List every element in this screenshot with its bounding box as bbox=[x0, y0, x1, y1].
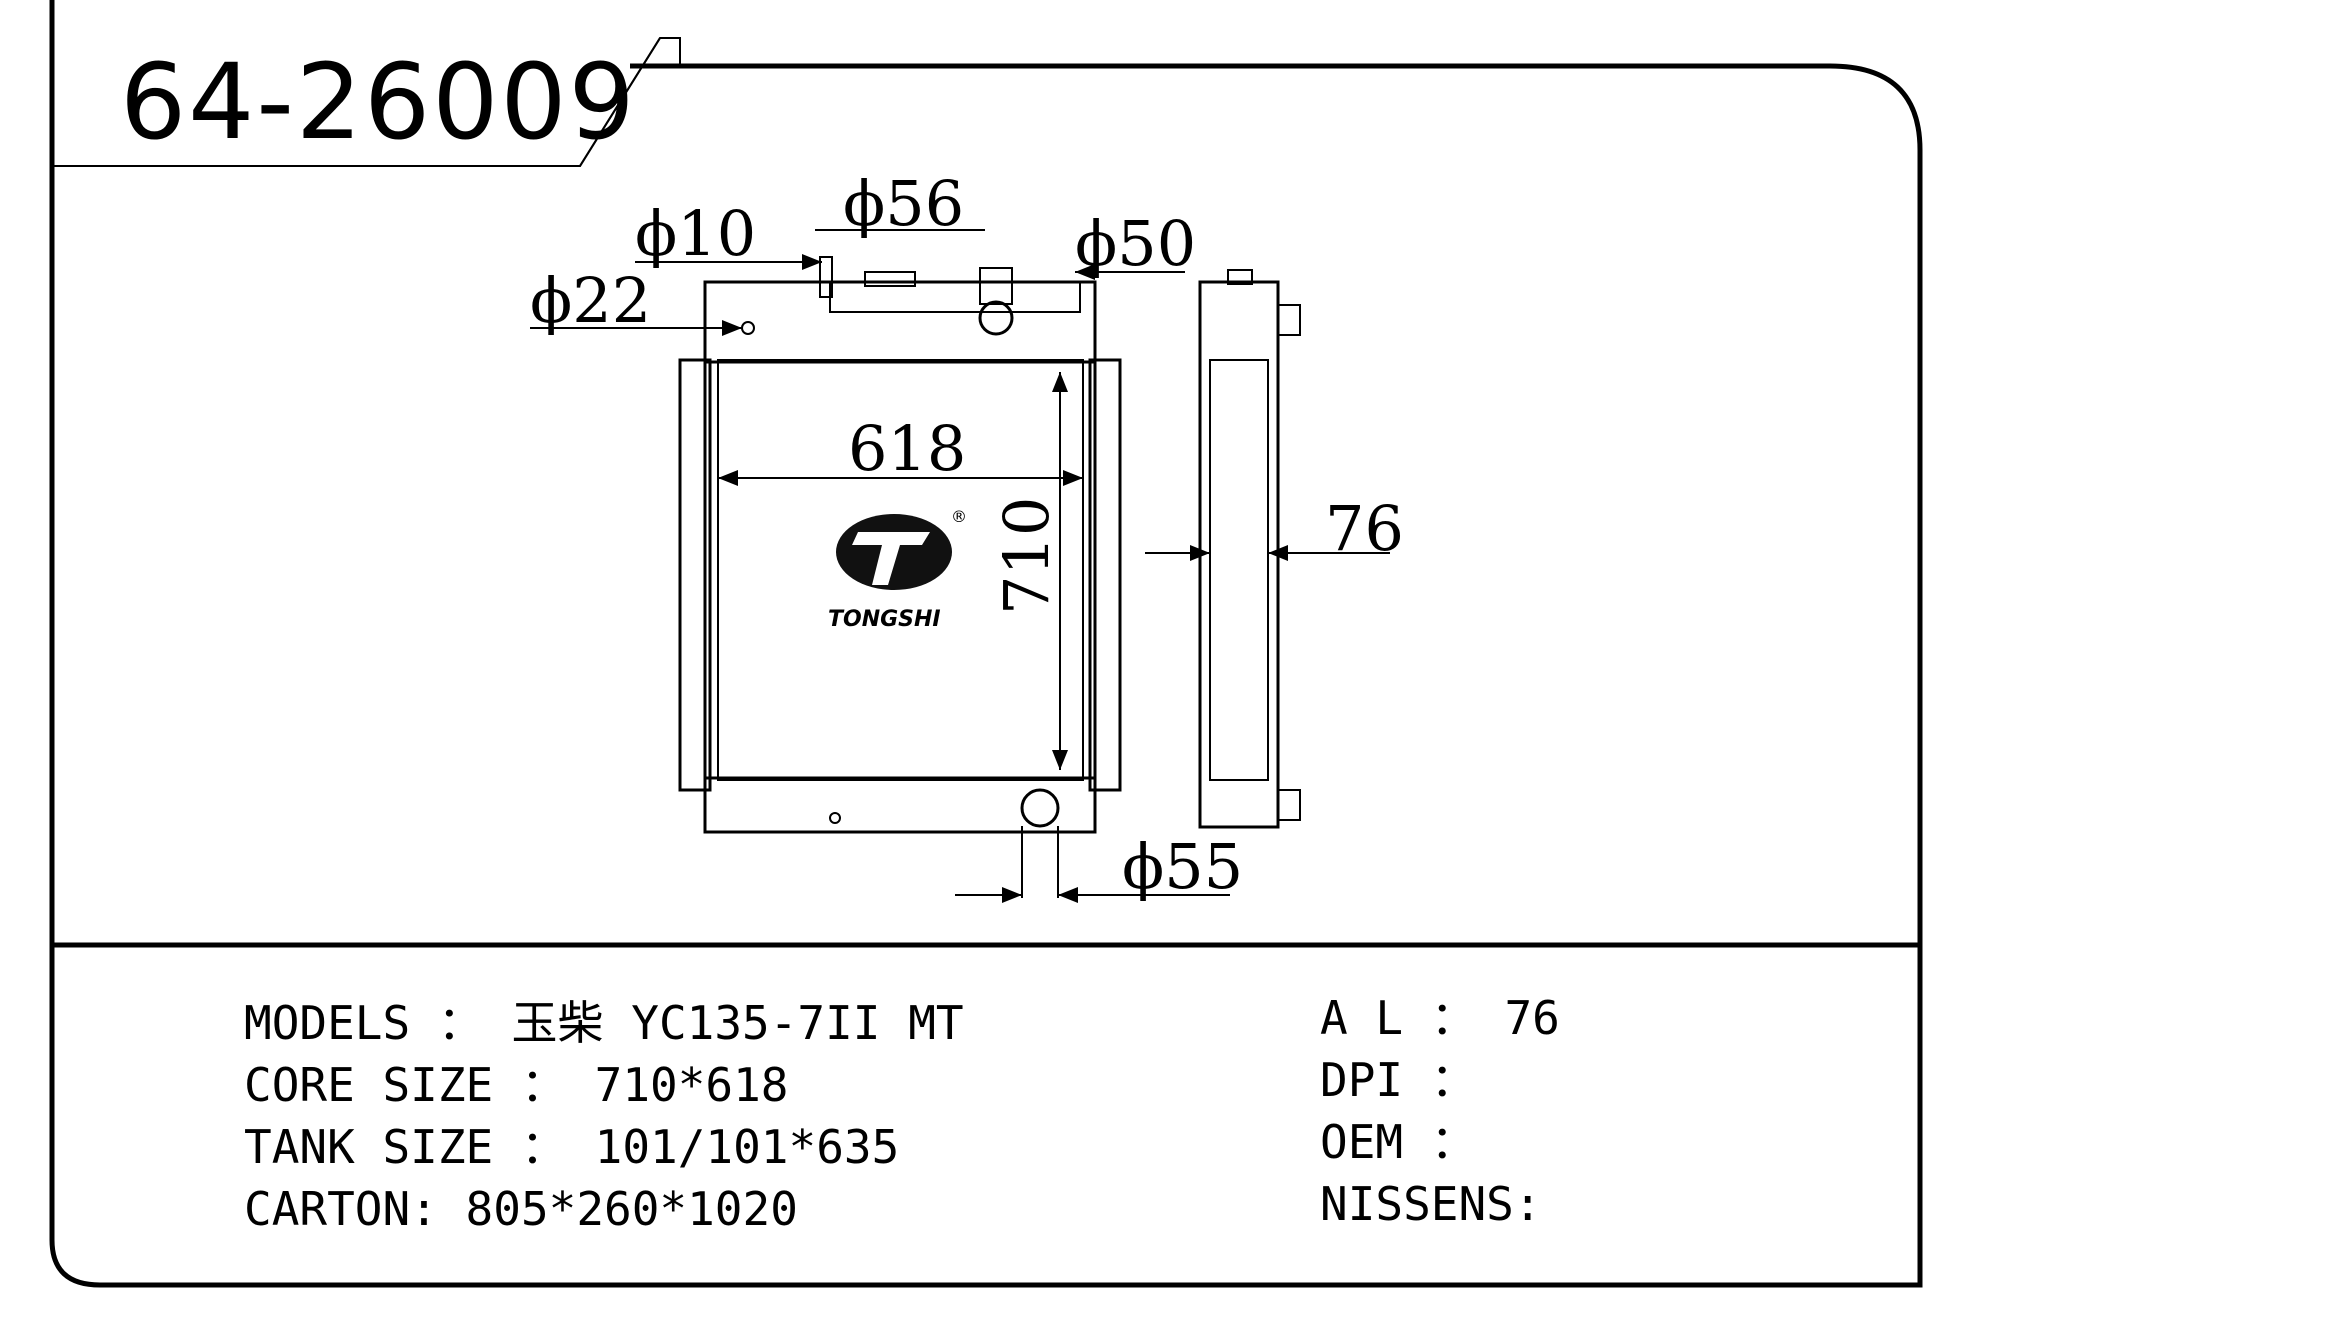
part-number: 64-26009 bbox=[120, 41, 637, 163]
dim-thickness: 76 bbox=[1325, 492, 1404, 565]
dimension-lines bbox=[530, 229, 1390, 903]
spec-tank-size: TANK SIZE ： 101/101*635 bbox=[244, 1120, 900, 1174]
spec-models: MODELS ： 玉柴 YC135-7II MT bbox=[244, 996, 964, 1050]
spec-nissens: NISSENS: bbox=[1320, 1177, 1542, 1231]
logo-registered-mark: ® bbox=[951, 507, 967, 526]
spec-carton: CARTON: 805*260*1020 bbox=[244, 1182, 798, 1236]
dim-bottom-outlet: ϕ55 bbox=[1122, 830, 1243, 903]
dim-top-center-fitting: ϕ56 bbox=[843, 167, 964, 240]
dim-top-inlet: ϕ50 bbox=[1075, 207, 1196, 280]
dim-core-height: 710 bbox=[990, 497, 1063, 615]
dim-top-left-fitting: ϕ10 bbox=[635, 197, 756, 270]
logo-brand-text: TONGSHI bbox=[828, 607, 941, 632]
tongshi-logo: ® TONGSHI bbox=[828, 507, 967, 632]
radiator-side-view bbox=[1198, 269, 1301, 829]
spec-al: A L ： 76 bbox=[1320, 991, 1560, 1045]
radiator-front-view bbox=[678, 256, 1122, 834]
dim-core-width: 618 bbox=[848, 412, 966, 485]
spec-dpi: DPI ： bbox=[1320, 1053, 1477, 1107]
sheet-frame bbox=[49, 0, 1923, 1288]
spec-core-size: CORE SIZE ： 710*618 bbox=[244, 1058, 789, 1112]
spec-oem: OEM ： bbox=[1320, 1115, 1477, 1169]
dim-left-fitting: ϕ22 bbox=[530, 264, 651, 337]
